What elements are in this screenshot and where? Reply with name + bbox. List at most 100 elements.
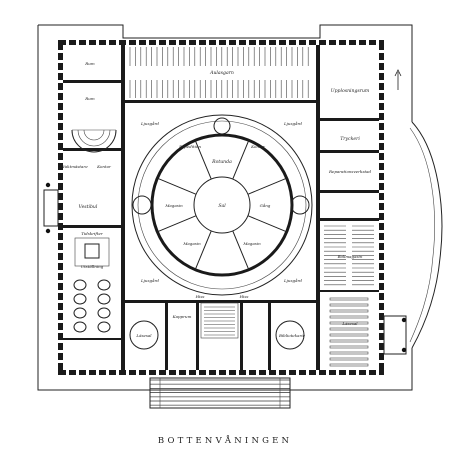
left-stair	[71, 129, 117, 153]
label-gang: Gång	[260, 203, 271, 208]
window	[379, 140, 384, 143]
window	[379, 300, 384, 303]
window	[136, 370, 139, 375]
window	[256, 370, 259, 375]
spoke	[194, 140, 212, 180]
window	[58, 80, 63, 83]
desk	[329, 345, 369, 349]
top-hall-stacks	[129, 47, 309, 98]
window	[379, 190, 384, 193]
case	[73, 279, 87, 291]
label-bottom-left: Läsesal	[135, 333, 152, 338]
label-ring-bl: Magasin	[182, 241, 201, 246]
window	[58, 120, 63, 123]
window	[206, 40, 209, 45]
entrance-steps	[149, 377, 291, 409]
desk	[329, 321, 369, 325]
window	[236, 40, 239, 45]
window	[326, 40, 329, 45]
desk	[329, 297, 369, 301]
window	[58, 280, 63, 283]
case	[73, 293, 87, 305]
case-grid	[74, 237, 110, 267]
window	[58, 150, 63, 153]
window	[58, 290, 63, 293]
label-left-room-a: Rum	[84, 61, 95, 66]
window	[379, 220, 384, 223]
label-center: Sal	[218, 203, 226, 209]
window	[226, 40, 229, 45]
case	[73, 307, 87, 319]
label-rotunda: Rotunda	[211, 159, 232, 165]
rotunda	[131, 114, 313, 296]
window	[276, 370, 279, 375]
desk	[329, 363, 369, 367]
window	[58, 70, 63, 73]
window	[96, 40, 99, 45]
step-block	[149, 377, 291, 409]
window	[156, 40, 159, 45]
window	[116, 370, 119, 375]
window	[58, 230, 63, 233]
label-small-b: Hiss	[239, 294, 249, 299]
window	[379, 290, 384, 293]
window	[286, 370, 289, 375]
desk	[329, 357, 369, 361]
window	[58, 220, 63, 223]
window	[379, 270, 384, 273]
window	[376, 40, 379, 45]
window	[379, 240, 384, 243]
label-ring-tl: Expedition	[178, 144, 201, 149]
window	[379, 90, 384, 93]
window	[276, 40, 279, 45]
window	[379, 80, 384, 83]
exhibition-cases	[73, 237, 111, 333]
window	[106, 370, 109, 375]
window	[379, 180, 384, 183]
label-ljusgard-bl: Ljusgård	[140, 278, 159, 283]
plan-title: BOTTENVÅNINGEN	[158, 434, 292, 446]
window	[379, 230, 384, 233]
window	[379, 320, 384, 323]
window	[316, 40, 319, 45]
window	[306, 370, 309, 375]
label-left-grid: Tidskrifter	[81, 231, 104, 236]
window	[58, 90, 63, 93]
label-trygfore: Tryckeri	[340, 136, 360, 142]
window	[236, 370, 239, 375]
desk	[329, 309, 369, 313]
window	[286, 40, 289, 45]
window	[186, 370, 189, 375]
compass-arrow-icon	[394, 69, 402, 90]
window	[126, 40, 129, 45]
label-ljusgard-tl: Ljusgård	[140, 121, 159, 126]
window	[86, 370, 89, 375]
window	[58, 60, 63, 63]
window	[58, 260, 63, 263]
window	[126, 370, 129, 375]
label-right-top: Upplosningsrum	[331, 88, 370, 94]
label-bottom-mid: Kapprum	[172, 314, 192, 319]
window	[376, 370, 379, 375]
label-left-lower: Utställning	[81, 264, 104, 269]
window	[379, 120, 384, 123]
right-lower-stacks	[324, 225, 374, 367]
label-small-a: Hiss	[195, 294, 205, 299]
window	[316, 370, 319, 375]
window	[379, 170, 384, 173]
case	[73, 321, 87, 333]
desk	[329, 315, 369, 319]
label-ring-br: Magasin	[242, 241, 261, 246]
window	[58, 350, 63, 353]
window	[176, 370, 179, 375]
window	[296, 40, 299, 45]
window	[58, 110, 63, 113]
label-left-room-b: Rum	[84, 96, 95, 101]
window	[58, 130, 63, 133]
label-ljusgard-br: Ljusgård	[283, 278, 302, 283]
window	[58, 300, 63, 303]
window	[186, 40, 189, 45]
window	[206, 370, 209, 375]
window	[379, 360, 384, 363]
case	[97, 293, 111, 305]
